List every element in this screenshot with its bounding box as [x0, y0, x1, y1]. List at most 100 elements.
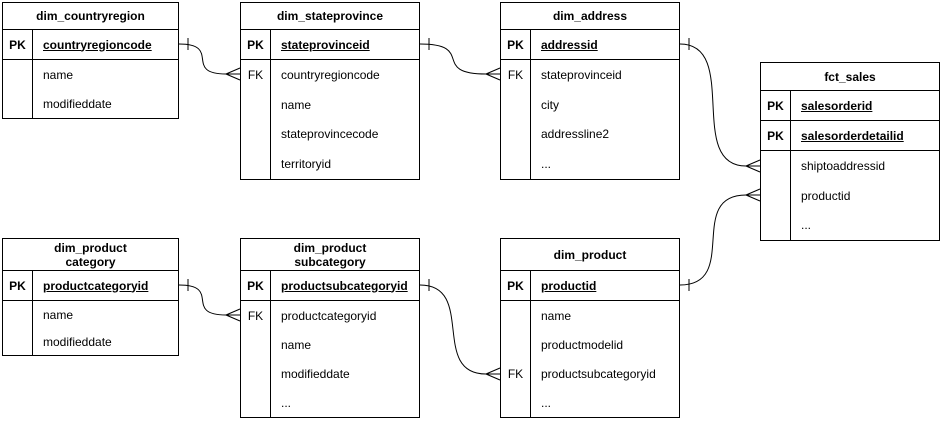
column-name: productid — [541, 278, 597, 293]
pk-row[interactable]: PK salesorderid — [761, 91, 939, 121]
column-row[interactable]: productmodelid — [501, 330, 679, 359]
key-label — [241, 89, 271, 120]
relationship-line[interactable] — [178, 284, 227, 316]
pk-row[interactable]: PK salesorderdetailid — [761, 121, 939, 151]
entity-title-text: fct_sales — [824, 69, 876, 84]
relationship-category-subcategory[interactable] — [178, 279, 241, 322]
column-name: ... — [541, 157, 552, 172]
column-row[interactable]: modifieddate — [3, 89, 178, 118]
entity-dim-countryregion[interactable]: dim_countryregion PK countryregioncode n… — [2, 2, 179, 119]
column-name: ... — [801, 218, 812, 233]
relationship-line[interactable] — [679, 43, 747, 167]
relationship-line[interactable] — [679, 194, 747, 286]
column-row[interactable]: shiptoaddressid — [761, 151, 939, 181]
key-label — [501, 301, 531, 330]
column-name: name — [281, 97, 312, 112]
pk-row[interactable]: PK productid — [501, 271, 679, 301]
column-row[interactable]: name — [241, 89, 419, 120]
entity-title: dim_countryregion — [3, 3, 178, 30]
column-name: productsubcategoryid — [541, 366, 656, 381]
column-row[interactable]: ... — [761, 210, 939, 241]
relationship-stateprovince-address[interactable] — [419, 38, 501, 81]
entity-title-text: dim_stateprovince — [276, 9, 384, 23]
column-row[interactable]: FK countryregioncode — [241, 60, 419, 90]
column-name: modifieddate — [281, 366, 350, 381]
column-name: productcategoryid — [281, 308, 377, 323]
key-label — [3, 60, 33, 89]
column-row[interactable]: territoryid — [241, 149, 419, 179]
key-label — [241, 149, 271, 179]
entity-title-text: dim_address — [552, 9, 628, 23]
column-row[interactable]: modifieddate — [3, 328, 178, 355]
key-label — [241, 119, 271, 150]
column-name: shiptoaddressid — [801, 158, 886, 173]
column-row[interactable]: name — [3, 301, 178, 328]
column-row[interactable]: stateprovincecode — [241, 119, 419, 150]
relationship-countryregion-stateprovince[interactable] — [178, 38, 241, 81]
key-label — [761, 210, 791, 241]
column-row[interactable]: modifieddate — [241, 359, 419, 388]
column-row[interactable]: ... — [241, 388, 419, 417]
entity-title: dim_product category — [3, 239, 178, 271]
entity-dim-stateprovince[interactable]: dim_stateprovince PK stateprovinceid FK … — [240, 2, 420, 180]
key-label: PK — [3, 271, 33, 300]
pk-row[interactable]: PK addressid — [501, 30, 679, 60]
entity-dim-product-category[interactable]: dim_product category PK productcategoryi… — [2, 238, 179, 356]
key-label: FK — [241, 60, 271, 90]
key-label: PK — [241, 30, 271, 59]
column-name: ... — [541, 395, 552, 410]
relationship-line[interactable] — [419, 43, 487, 75]
key-label — [3, 301, 33, 328]
column-row[interactable]: city — [501, 89, 679, 120]
key-label — [241, 388, 271, 417]
many-marker-icon — [745, 159, 761, 173]
key-label — [761, 151, 791, 181]
column-name: productid — [801, 188, 851, 203]
entity-columns: FK stateprovinceid city addressline2 ... — [501, 60, 679, 179]
key-label — [3, 89, 33, 118]
column-row[interactable]: productid — [761, 180, 939, 211]
column-row[interactable]: FK productsubcategoryid — [501, 359, 679, 388]
column-row[interactable]: name — [501, 301, 679, 330]
entity-title-text: dim_product — [293, 240, 367, 255]
key-label — [501, 388, 531, 417]
relationship-address-fctsales[interactable] — [679, 38, 761, 173]
pk-row[interactable]: PK countryregioncode — [3, 30, 178, 60]
pk-row[interactable]: PK stateprovinceid — [241, 30, 419, 60]
column-name: territoryid — [281, 157, 332, 172]
key-label — [241, 330, 271, 359]
entity-dim-product[interactable]: dim_product PK productid name productmod… — [500, 238, 680, 418]
column-name: addressline2 — [541, 127, 610, 142]
relationship-line[interactable] — [419, 284, 487, 375]
entity-columns: FK countryregioncode name stateprovincec… — [241, 60, 419, 179]
column-row[interactable]: FK stateprovinceid — [501, 60, 679, 90]
key-label — [3, 328, 33, 355]
pk-row[interactable]: PK productsubcategoryid — [241, 271, 419, 301]
relationship-subcategory-product[interactable] — [419, 279, 501, 381]
entity-dim-product-subcategory[interactable]: dim_product subcategory PK productsubcat… — [240, 238, 420, 418]
column-row[interactable]: addressline2 — [501, 119, 679, 150]
column-name: stateprovincecode — [281, 127, 379, 142]
column-name: modifieddate — [43, 96, 112, 111]
key-label: PK — [501, 30, 531, 59]
column-row[interactable]: ... — [501, 388, 679, 417]
column-row[interactable]: name — [3, 60, 178, 89]
relationship-product-fctsales[interactable] — [679, 188, 761, 291]
column-row[interactable]: ... — [501, 149, 679, 179]
entity-title-text: dim_product — [54, 240, 127, 255]
entity-dim-address[interactable]: dim_address PK addressid FK stateprovinc… — [500, 2, 680, 180]
pk-row[interactable]: PK productcategoryid — [3, 271, 178, 301]
key-label: PK — [501, 271, 531, 300]
column-name: city — [541, 97, 559, 112]
column-name: ... — [281, 395, 292, 410]
entity-fct-sales[interactable]: fct_sales PK salesorderid PK salesorderd… — [760, 62, 940, 241]
relationship-line[interactable] — [178, 43, 227, 75]
key-label — [761, 180, 791, 211]
column-row[interactable]: FK productcategoryid — [241, 301, 419, 330]
key-label: FK — [501, 60, 531, 90]
column-name: addressid — [541, 37, 598, 52]
many-marker-icon — [225, 67, 241, 81]
column-name: name — [541, 308, 572, 323]
column-row[interactable]: name — [241, 330, 419, 359]
column-name: modifieddate — [43, 334, 112, 349]
